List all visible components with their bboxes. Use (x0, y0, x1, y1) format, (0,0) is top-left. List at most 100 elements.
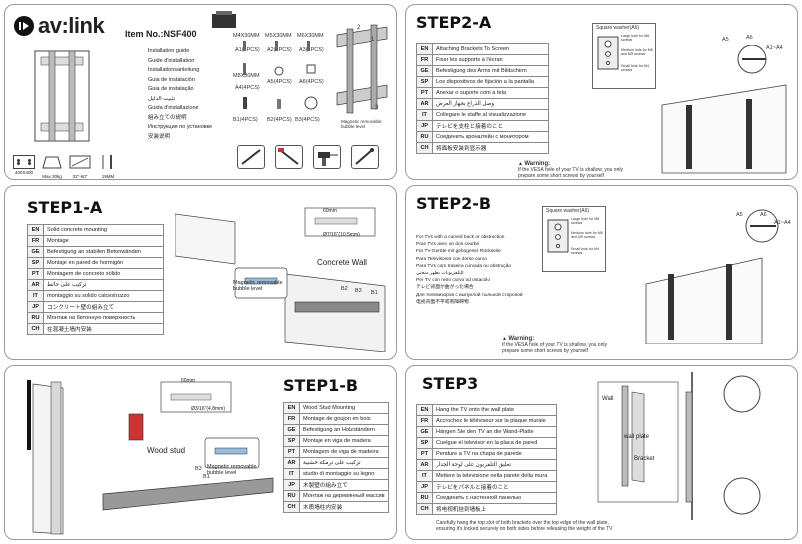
washer-note: Medium hole for M6 and M5 screws (571, 231, 603, 239)
screw-label: A6(4PCS) (299, 79, 324, 85)
hanging-tv-illustration (597, 372, 761, 520)
screw-label: A3(4PCS) (299, 47, 324, 53)
item-number: Item No.:NSF400 (125, 29, 197, 39)
spec-label: Max 30kg (42, 174, 62, 179)
guide-title: 安装说明 (148, 133, 171, 140)
curved-tv-illustration (645, 209, 779, 344)
bracket-label: Bracket (634, 456, 655, 462)
part-label: A6 (760, 212, 767, 218)
wall-gap-icon (102, 155, 112, 169)
text-line: Para TVs com traseira curvada ou obstruç… (416, 263, 512, 269)
screw-label: A2(4PCS) (267, 47, 292, 53)
text-line: Per TV con retro curvo od ostacolo (416, 278, 491, 284)
washer-note: Large hole for M8 screws (571, 217, 600, 225)
washer-box: Large hole for M8 screws Medium hole for… (592, 23, 656, 89)
washer-title: Square washer(A6) (546, 208, 590, 214)
part-label: A6 (746, 35, 753, 41)
step-title: STEP1-B (283, 376, 359, 395)
vesa-icon (13, 155, 35, 169)
warning-note: ▲ Warning: If the VESA hole of your TV i… (502, 336, 607, 354)
drill-bit-tool-icon (237, 145, 265, 169)
bubble-level-label: Magnetic removable bubble level (207, 464, 257, 476)
footer-note: Carefully hang the top slot of both brac… (436, 520, 613, 532)
guide-title: Инструкция по установке (148, 124, 213, 130)
hardware-panel: av:link Item No.:NSF400 Installation gui… (4, 4, 397, 180)
weight-icon (42, 156, 62, 169)
guide-title: Installationsanleitung (148, 67, 200, 73)
drill-depth-label: 60mm (323, 208, 337, 214)
wall-drilling-illustration (175, 207, 386, 352)
guide-title: 組み立ての説明 (148, 114, 187, 121)
text-line: Für TV-Geräte mit gebogener Rückseite (416, 249, 501, 255)
warning-icon: ▲ (502, 336, 509, 342)
square-washer-icon (547, 219, 569, 253)
screw-label: B3(4PCS) (295, 117, 320, 123)
step-title: STEP1-A (27, 198, 103, 217)
callout-number: 2 (357, 25, 361, 31)
part-label: A5 (722, 37, 729, 43)
curved-tv-text: For TVs with a curved back or obstructio… (416, 234, 523, 306)
washer-note: Small hole for M4 screws (621, 64, 649, 72)
spec-weight: Max 30kg (41, 155, 63, 179)
washer-note: Large hole for M8 screws (621, 34, 650, 42)
warning-icon: ▲ (518, 161, 525, 167)
spec-label: 32"-60" (72, 174, 88, 179)
step-title: STEP2-B (416, 194, 492, 213)
text-line: テレビ背面が曲がった場合 (416, 285, 474, 291)
text-line: Para Televisores con dorso curvo (416, 256, 487, 262)
wall-type-label: Wood stud (147, 446, 186, 455)
part-label: B3 (355, 288, 362, 294)
square-washer-icon (597, 36, 619, 70)
washer-title: Square washer(A6) (596, 25, 640, 31)
drill-tool-icon (313, 145, 341, 169)
screw-size: M8X30MM (233, 73, 260, 79)
screw-icons (243, 41, 318, 110)
part-label: B3 (195, 466, 202, 472)
wall-plate-illustration (336, 24, 388, 114)
screen-size-icon (69, 155, 91, 169)
washer-box: Large hole for M8 screws Medium hole for… (542, 206, 606, 272)
text-line: For TVs with a curved back or obstructio… (416, 235, 505, 240)
part-label: B1 (203, 474, 210, 480)
guide-title: Installation guide (148, 48, 190, 54)
part-label: B1 (371, 290, 378, 296)
spec-label: 400X400 (14, 170, 34, 175)
washer-note: Small hole for M4 screws (571, 247, 599, 255)
logo-text: av:link (38, 13, 105, 38)
screwdriver-tool-icon (275, 145, 303, 169)
screw-size: M6X30MM (297, 33, 324, 39)
tv-back-illustration (661, 45, 787, 174)
drill-size-label: Ø3/16"(4.8mm) (191, 406, 226, 412)
spec-wall-gap: 19MM (97, 155, 119, 179)
guide-title: Guia de instalação (148, 86, 194, 92)
text-line: للتلفزيونات بظهر منحني (416, 271, 464, 277)
